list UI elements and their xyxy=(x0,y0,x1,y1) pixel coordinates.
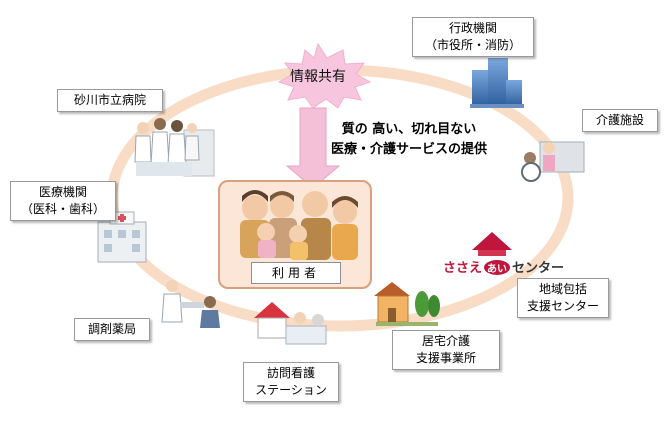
info-share-burst xyxy=(277,42,372,109)
node-iryo: 医療機関 （医科・歯科） xyxy=(10,181,116,221)
quality-line-1: 質の 高い、切れ目ない xyxy=(341,122,477,137)
logo-mark: あい xyxy=(484,260,511,275)
node-iryo-line-1: 医療機関 xyxy=(38,185,87,199)
node-kyotaku: 居宅介護 支援事業所 xyxy=(392,330,500,370)
node-kyotaku-line-1: 居宅介護 xyxy=(421,334,470,348)
sasae-house-icon xyxy=(472,232,512,256)
node-homon-line-2: ステーション xyxy=(255,383,327,397)
family-icon xyxy=(240,190,358,260)
info-share-text: 情報共有 xyxy=(290,69,346,85)
logo-text-right: センター xyxy=(512,261,565,276)
node-chiiki-line-2: 支援センター xyxy=(526,299,599,313)
user-label: 利用者 xyxy=(251,262,341,284)
quality-line-2: 医療・介護サービスの提供 xyxy=(330,142,487,157)
logo-text-left: ささえ xyxy=(443,261,483,276)
care-facility-icon xyxy=(521,141,585,182)
node-gyosei: 行政機関 （市役所・消防） xyxy=(412,17,534,57)
node-hospital-line-1: 砂川市立病院 xyxy=(73,93,146,107)
hospital-staff-icon xyxy=(134,118,215,177)
node-gyosei-line-1: 行政機関 xyxy=(448,21,497,35)
node-chiiki-line-1: 地域包括 xyxy=(538,282,587,296)
down-arrow xyxy=(285,107,341,189)
node-homon-line-1: 訪問看護 xyxy=(266,366,315,380)
node-kyotaku-line-2: 支援事業所 xyxy=(415,351,476,365)
node-gyosei-line-2: （市役所・消防） xyxy=(424,38,521,52)
node-kaigo-line-1: 介護施設 xyxy=(595,113,644,127)
home-visit-icon xyxy=(254,302,327,345)
city-office-icon xyxy=(470,58,524,108)
node-homon: 訪問看護 ステーション xyxy=(243,362,339,402)
node-chiiki: 地域包括 支援センター xyxy=(517,278,609,318)
node-hospital: 砂川市立病院 xyxy=(57,89,163,112)
node-pharmacy-line-1: 調剤薬局 xyxy=(87,322,136,336)
care-office-icon xyxy=(374,282,440,326)
quality-service-text: 質の 高い、切れ目ない 医療・介護サービスの提供 xyxy=(304,120,514,160)
sasae-center-logo: ささえあいセンター xyxy=(443,257,564,276)
pharmacy-icon xyxy=(161,280,220,328)
node-iryo-line-2: （医科・歯科） xyxy=(20,202,105,216)
clinic-building-icon xyxy=(97,211,147,263)
node-pharmacy: 調剤薬局 xyxy=(74,318,150,341)
node-kaigo: 介護施設 xyxy=(582,109,658,132)
